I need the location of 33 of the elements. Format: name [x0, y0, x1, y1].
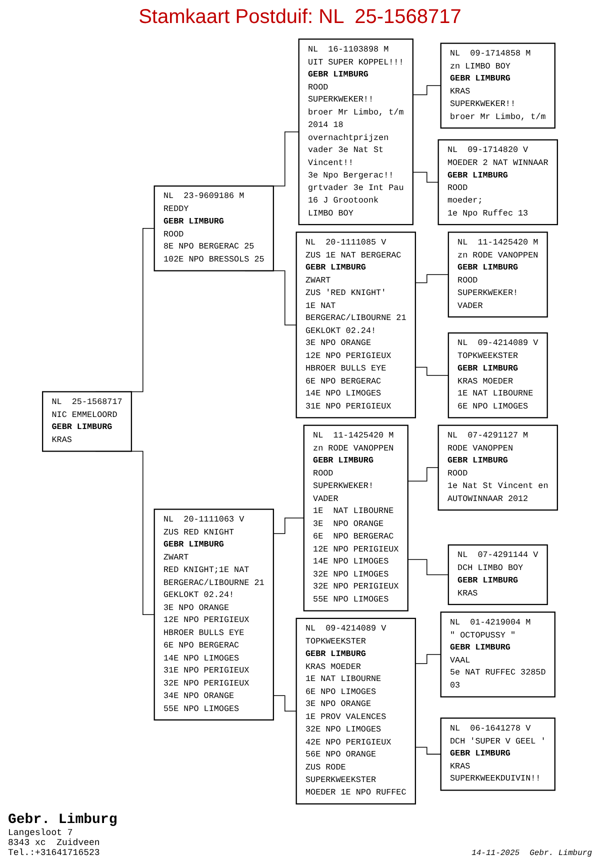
node-box [154, 508, 274, 720]
node-box [440, 718, 556, 791]
connector [415, 654, 442, 664]
node-box [303, 424, 408, 612]
connector [407, 559, 449, 576]
node-box [42, 391, 132, 452]
connector [415, 366, 449, 376]
node-box [448, 232, 548, 318]
connector [415, 274, 449, 284]
address-line: Tel.:+31641716523 [8, 848, 100, 858]
pedigree-chart: NL 25-1568717 NIC EMMELOORD GEBR LIMBURG KRAS NL 23-9609186 M REDDY GEBR LIMBURG ROOD 8E NPO BERGERAC 25 102E NPO BRESSOLS 25 NL 16-1103898 M UIT SUPER KOPPEL!!! GEBR LIMBURG ROOD SUPERKWEKER!! broer Mr Limbo, t/m 2014 18 overnachtprijzen vader 3e Nat St Vincent!! 3e Npo Bergerac!! grtvader 3e Int Pau 16 J Grootoonk LIMBO BOY NL 09-1714858 M zn LIMBO BOY GEBR LIMBURG KRAS SUPERKWEKER!! broer Mr Limbo, t/m NL 09-1714820 V MOEDER 2 NAT WINNAAR GEBR LIMBURG ROOD moeder; 1e Npo Ruffec 13 NL 20-1111085 V ZUS 1E NAT BERGERAC GEBR LIMBURG ZWART ZUS 'RED KNIGHT' 1E NAT BERGERAC/LIBOURNE 21 GEKLOKT 02.24! 3E NPO ORANGE 12E NPO PERIGIEUX HBROER BULLS EYE 6E NPO BERGERAC 14E NPO LIMOGES 31E NPO PERIGIEUX NL 11-1425420 M zn RODE VANOPPEN GEBR LIMBURG ROOD SUPERKWEKER! VADER NL 09-4214089 V TOPKWEEKSTER GEBR LIMBURG KRAS MOEDER 1E NAT LIBOURNE 6E NPO LIMOGES NL 20-1111063 V ZUS RED KNIGHT GEBR LIMBURG ZWART RED KNIGHT;1E NAT BERGERAC/LIBOURNE 21 GEKLOKT 02.24! 3E NPO ORANGE 12E NPO PERIGIEUX HBROER BULLS EYE 6E NPO BERGERAC 14E NPO LIMOGES 31E NPO PERIGIEUX 32E NPO PERIGIEUX 34E NPO ORANGE 55E NPO LIMOGES NL 11-1425420 M zn RODE VANOPPEN GEBR LIMBURG ROOD SUPERKWEKER! VADER 1E NAT LIBOURNE 3E NPO ORANGE 6E NPO BERGERAC 12E NPO PERIGIEUX 14E NPO LIMOGES 32E NPO LIMOGES 32E NPO PERIGIEUX 55E NPO LIMOGES NL 07-4291127 M RODE VANOPPEN GEBR LIMBURG ROOD 1e Nat St Vincent en AUTOWINNAAR 2012 NL 07-4291144 V DCH LIMBO BOY GEBR LIMBURG KRAS NL 09-4214089 V TOPKWEEKSTER GEBR LIMBURG KRAS MOEDER 1E NAT LIBOURNE 6E NPO LIMOGES 3E NPO ORANGE 1E PROV VALENCES 32E NPO LIMOGES 42E NPO PERIGIEUX 56E NPO ORANGE ZUS RODE SUPERKWEEKSTER MOEDER 1E NPO RUFFEC NL 01-4219004 M " OCTOPUSSY " GEBR LIMBURG VAAL 5e NAT RUFFEC 3285D 03 NL 06-1641278 V DCH 'SUPER V GEEL ' GEBR LIMBURG KRAS SUPERKWEEKDUIVIN!! [0, 33, 600, 810]
title: Stamkaart Postduif: NL 25-1568717 [138, 6, 462, 29]
connector [412, 172, 439, 183]
print-date: 14-11-2025 [472, 849, 520, 858]
connector [273, 695, 297, 712]
node-box [298, 38, 414, 226]
connector [415, 746, 442, 755]
node-box [448, 332, 548, 418]
node-box [448, 544, 548, 606]
node-box [438, 139, 558, 226]
address-line: 8343 xc Zuidveen [8, 838, 100, 848]
node-box [154, 185, 274, 272]
node-box [438, 424, 558, 511]
connector [407, 467, 439, 482]
breeder-name: Gebr. Limburg [8, 812, 118, 828]
address-line: Langesloot 7 [8, 828, 73, 838]
node-box [296, 232, 416, 418]
connector [412, 85, 442, 96]
footer-note: Gebr. Limburg [530, 849, 592, 858]
connector [273, 518, 304, 534]
node-box [440, 612, 556, 698]
node-box [296, 618, 416, 804]
node-box [440, 42, 556, 129]
